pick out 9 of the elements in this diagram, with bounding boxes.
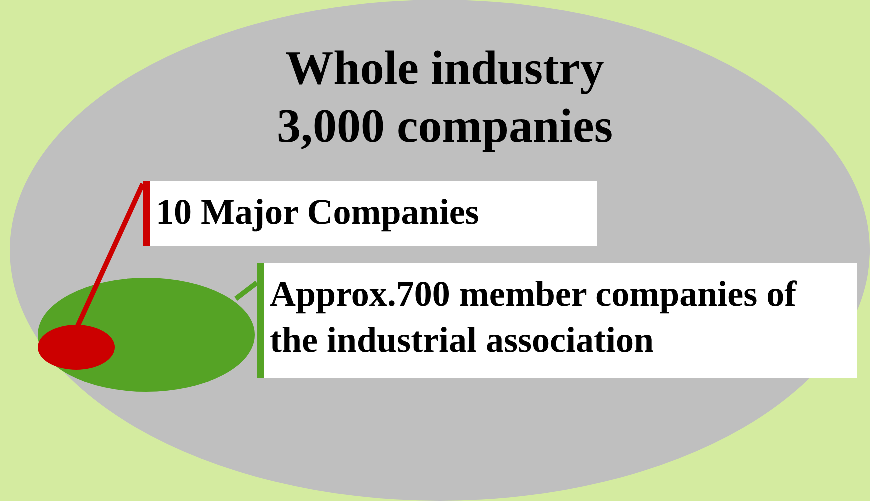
leader-line — [234, 281, 259, 301]
major-ellipse — [38, 325, 115, 370]
label-text: 10 Major Companies — [156, 191, 480, 234]
leader-line — [76, 182, 146, 328]
industry-ellipse — [10, 0, 870, 501]
label-box — [143, 181, 597, 246]
title-text: Whole industry 3,000 companies — [276, 41, 614, 155]
label-text: Approx.700 member companies of the industrial association — [270, 273, 798, 362]
label-box — [257, 263, 857, 378]
